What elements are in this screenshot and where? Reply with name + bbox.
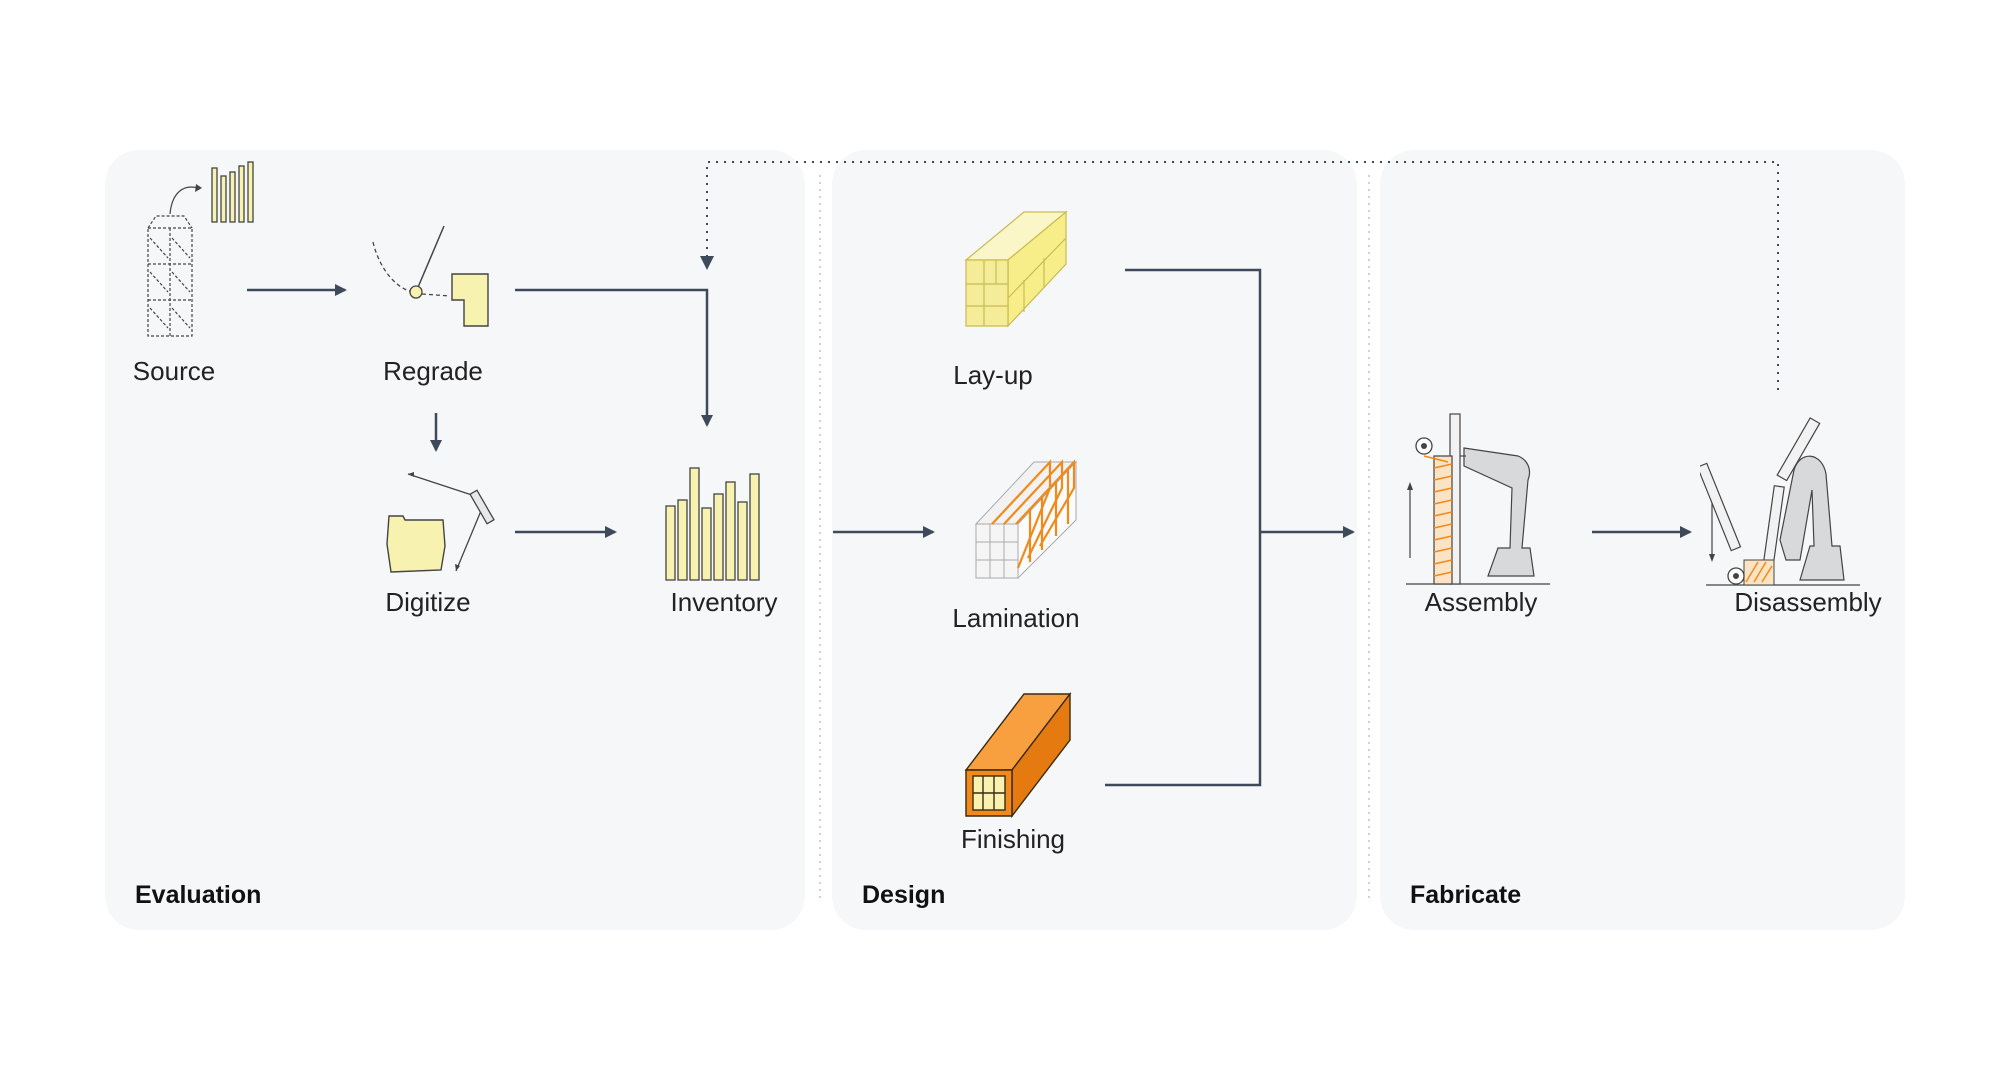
arrow-regrade-inventory <box>515 288 713 427</box>
digitize-label: Digitize <box>385 587 471 617</box>
source-icon <box>147 161 254 337</box>
inventory-icon <box>665 467 760 581</box>
connector-layup <box>1125 268 1262 532</box>
layup-label: Lay-up <box>953 360 1033 390</box>
regrade-icon <box>372 225 489 327</box>
fabricate-title: Fabricate <box>1410 881 1522 909</box>
regrade-label: Regrade <box>383 356 483 386</box>
disassembly-icon <box>1700 417 1860 586</box>
assembly-icon <box>1406 413 1550 585</box>
feedback-arrowhead <box>700 256 714 270</box>
assembly-label: Assembly <box>1424 587 1538 617</box>
disassembly-label: Disassembly <box>1734 587 1882 617</box>
design-panel: Design <box>832 150 1357 930</box>
evaluation-title: Evaluation <box>135 881 262 909</box>
connector-finishing <box>1105 532 1262 787</box>
source-label: Source <box>132 356 216 386</box>
digitize-icon <box>386 472 495 573</box>
feedback-loop <box>706 161 1779 390</box>
finishing-label: Finishing <box>960 824 1066 854</box>
finishing-icon <box>964 691 1072 819</box>
inventory-label: Inventory <box>670 587 778 617</box>
layup-icon <box>964 210 1068 328</box>
design-title: Design <box>862 881 946 909</box>
lamination-icon <box>974 459 1078 580</box>
lamination-label: Lamination <box>952 603 1080 633</box>
